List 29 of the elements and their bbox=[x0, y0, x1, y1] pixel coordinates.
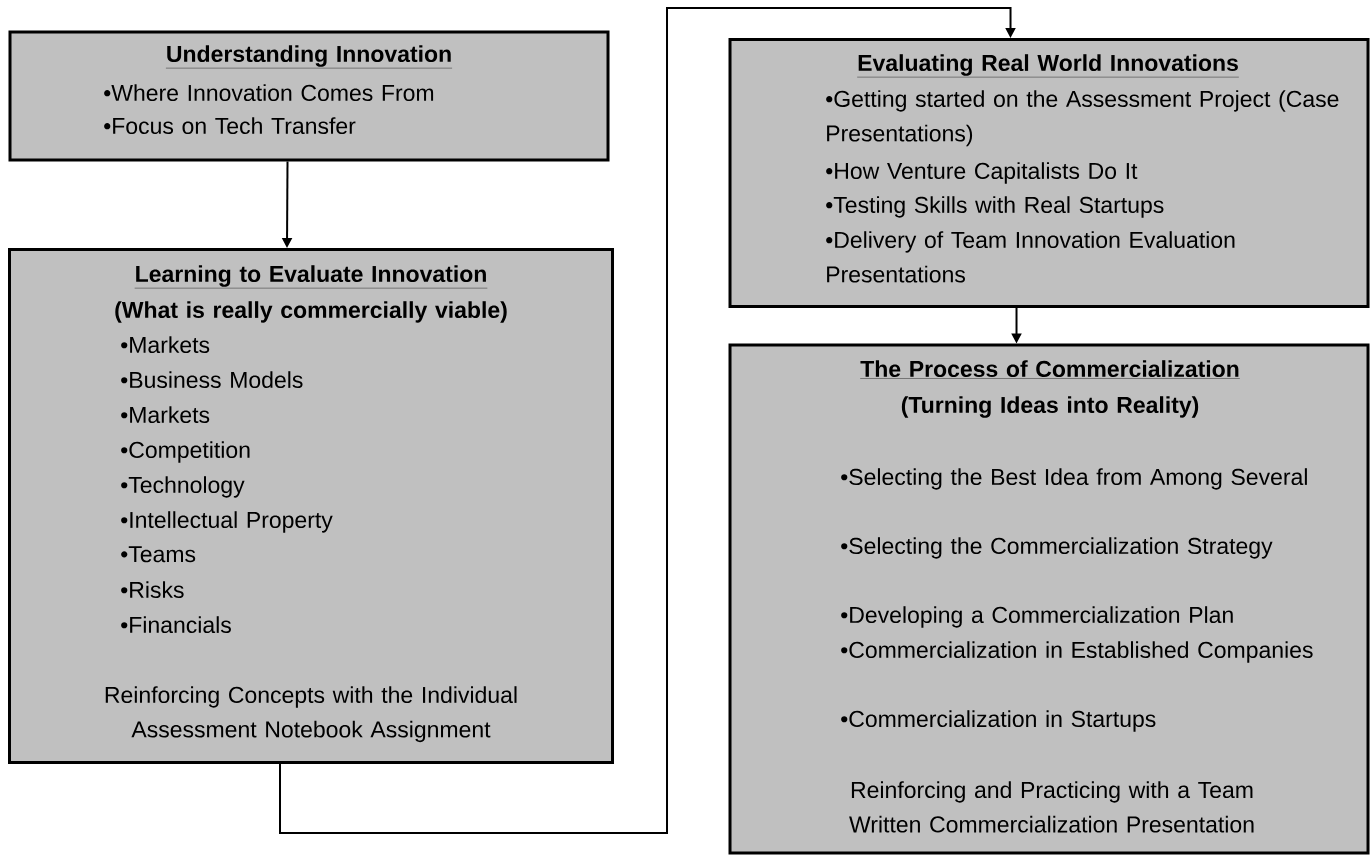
bullet-item: •Developing a Commercialization Plan bbox=[841, 606, 1233, 628]
heading: The Process of Commercialization bbox=[860, 360, 1240, 379]
heading: Learning to Evaluate Innovation bbox=[134, 265, 488, 289]
arrow bbox=[279, 7, 1016, 834]
bullet-item: •Financials bbox=[121, 616, 231, 634]
bullet-item: •Intellectual Property bbox=[121, 511, 333, 533]
bullet-item: •Business Models bbox=[121, 371, 303, 389]
bullet-item: •Markets bbox=[121, 336, 210, 354]
bullet-item: •Competition bbox=[121, 441, 250, 463]
bullet-item: •Commercialization in Startups bbox=[841, 710, 1156, 732]
bullet-item: •How Venture Capitalists Do It bbox=[826, 162, 1138, 184]
heading: Evaluating Real World Innovations bbox=[856, 54, 1240, 78]
bullet-item: •Markets bbox=[121, 406, 210, 424]
bullet-item: •Technology bbox=[121, 476, 245, 498]
bullet-item: •Testing Skills with Real Startups bbox=[826, 196, 1164, 218]
note-text: Reinforcing Concepts with the Individual Assessment Notebook Assignment bbox=[105, 686, 517, 743]
bullet-item: •Getting started on the Assessment Project (Case Presentations) bbox=[826, 90, 1339, 147]
subheading: (Turning Ideas into Reality) bbox=[901, 396, 1199, 418]
bullet-item: •Selecting the Best Idea from Among Several bbox=[841, 468, 1307, 490]
bullet-item: •Focus on Tech Transfer bbox=[104, 117, 356, 135]
bullet-item: •Delivery of Team Innovation Evaluation Presentations bbox=[826, 231, 1235, 283]
bullet-item: •Where Innovation Comes From bbox=[104, 84, 434, 102]
subheading: (What is really commercially viable) bbox=[115, 301, 507, 323]
bullet-item: •Teams bbox=[121, 546, 196, 563]
bullet-item: •Risks bbox=[121, 581, 184, 599]
bullet-item: •Selecting the Commercialization Strategy bbox=[841, 537, 1273, 559]
note-text: Reinforcing and Practicing with a Team Written Commercialization Presentation bbox=[849, 781, 1254, 833]
bullet-item: •Commercialization in Established Companies bbox=[841, 641, 1313, 663]
heading: Understanding Innovation bbox=[165, 45, 453, 69]
